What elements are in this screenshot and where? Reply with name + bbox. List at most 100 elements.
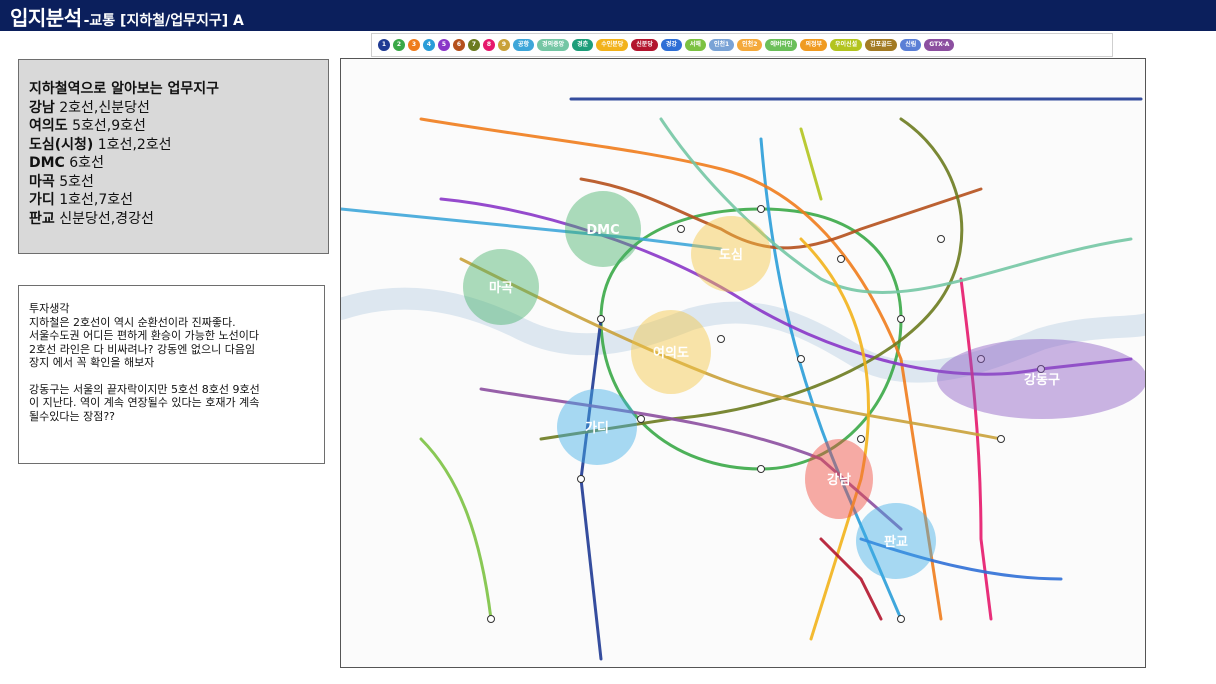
district-lines: 신분당선,경강선 (54, 210, 154, 227)
subway-line-path (859, 537, 1063, 581)
district-name: 마곡 (29, 173, 55, 190)
business-district-row: 강남 2호선,신분당선 (29, 99, 318, 118)
business-area-label: 여의도 (653, 345, 689, 361)
thought-line: 이 지난다. 역이 계속 연장될수 있다는 호재가 계속 (29, 396, 260, 409)
subway-line-path (539, 117, 964, 441)
thought-line: 지하철은 2호선이 역시 순환선이라 진짜좋다. (29, 315, 236, 329)
page-title: 입지분석 (10, 6, 82, 30)
district-name: 판교 (29, 210, 55, 227)
page-subtitle: -교통 [지하철/업무지구] A (83, 13, 244, 29)
station-marker (897, 315, 905, 323)
business-area-highlight (856, 503, 936, 579)
district-lines: 6호선 (64, 155, 104, 171)
thought-line: 2호선 라인은 다 비싸려나? 강동엔 없으니 다음임 (29, 342, 256, 356)
business-area-highlight (805, 439, 873, 519)
station-marker (977, 355, 985, 363)
subway-line-path (959, 277, 993, 621)
thought-gap (29, 370, 314, 383)
station-marker (1037, 365, 1045, 373)
subway-line-path (659, 117, 1133, 294)
district-name: DMC (29, 155, 65, 171)
station-marker (577, 475, 585, 483)
legend-line-badge: 신림 (900, 39, 922, 51)
station-marker (837, 255, 845, 263)
subway-line-path (479, 387, 903, 531)
thought-line: 서울수도권 어디든 편하게 환승이 가능한 노선이다 (29, 329, 260, 342)
legend-line-badge: 공항 (513, 39, 535, 51)
business-area-highlight (631, 310, 711, 394)
business-district-row: 마곡 5호선 (29, 173, 318, 192)
station-marker (757, 465, 765, 473)
subway-line-path (799, 127, 823, 201)
legend-line-badge: 에버라인 (765, 39, 798, 51)
station-marker (757, 205, 765, 213)
legend-line-badge: 5 (438, 39, 450, 51)
business-district-row: 가디 1호선,7호선 (29, 191, 318, 210)
legend-line-badge: 6 (453, 39, 465, 51)
business-area-label: 강남 (827, 472, 851, 488)
thought-line: 장지 에서 꼭 확인을 해보자 (29, 356, 155, 369)
legend-line-badge: 인천2 (737, 39, 763, 51)
legend-line-badge: 경의중앙 (537, 39, 570, 51)
business-district-row: DMC 6호선 (29, 154, 318, 173)
legend-line-badge: 3 (408, 39, 420, 51)
subway-line-path (819, 537, 883, 621)
legend-line-badge: 9 (498, 39, 510, 51)
district-lines: 1호선,2호선 (93, 136, 172, 153)
district-name: 도심(시청) (29, 136, 94, 153)
business-district-row: 판교 신분당선,경강선 (29, 210, 318, 229)
district-lines: 5호선,9호선 (67, 118, 146, 134)
legend-line-badge: 신분당 (631, 39, 658, 51)
thought-line: 강동구는 서울의 끝자락이지만 5호선 8호선 9호선 (29, 382, 260, 396)
legend-line-badge: 서해 (684, 39, 706, 51)
title-bar: 입지분석 -교통 [지하철/업무지구] A (0, 0, 1216, 31)
district-name: 가디 (29, 192, 55, 208)
subway-line-path (419, 437, 493, 621)
legend-line-badge: 7 (468, 39, 480, 51)
legend-line-badge: 8 (483, 39, 495, 51)
legend-line-badge: 인천1 (708, 39, 735, 51)
business-area-highlight (691, 216, 771, 292)
station-marker (997, 435, 1005, 443)
thought-line: 될수있다는 장점?? (29, 409, 116, 423)
district-name: 강남 (29, 99, 55, 116)
subway-line-path (759, 137, 903, 621)
business-district-row: 도심(시청) 1호선,2호선 (29, 136, 318, 155)
station-marker (487, 615, 495, 623)
station-marker (637, 415, 645, 423)
station-marker (797, 355, 805, 363)
business-area-label: 가디 (585, 420, 609, 436)
station-marker (677, 225, 685, 233)
business-area-highlight (463, 249, 539, 325)
legend-line-badge: 2 (393, 39, 405, 51)
legend-line-badge: 수인분당 (596, 39, 629, 51)
business-district-heading: 지하철역으로 알아보는 업무지구 (29, 81, 220, 97)
legend-line-badge: 김포골드 (865, 39, 898, 51)
legend-line-badge: 1 (378, 39, 390, 51)
subway-line-path (419, 117, 943, 621)
station-marker (857, 435, 865, 443)
station-marker (717, 335, 725, 343)
district-lines: 2호선,신분당선 (54, 99, 150, 116)
station-marker (937, 235, 945, 243)
business-area-label: DMC (586, 223, 619, 238)
thought-line: 투자생각 (29, 302, 70, 315)
subway-line-path (799, 237, 870, 641)
station-marker (897, 615, 905, 623)
subway-line-path (341, 207, 723, 251)
district-lines: 1호선,7호선 (54, 192, 134, 208)
business-area-highlight (565, 191, 641, 267)
district-lines: 5호선 (54, 173, 94, 190)
legend-line-badge: 우이신설 (830, 39, 863, 51)
legend-line-badge: 의정부 (800, 39, 828, 51)
business-area-label: 도심 (719, 247, 743, 263)
business-area-label: 강동구 (1024, 372, 1060, 388)
station-marker (597, 315, 605, 323)
subway-line-path (579, 317, 603, 661)
business-area-label: 마곡 (489, 280, 513, 296)
